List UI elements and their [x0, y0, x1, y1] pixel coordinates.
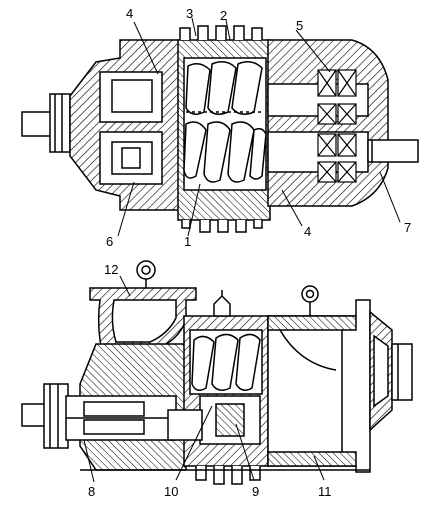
top-cooling-fins-upper	[179, 25, 263, 40]
top-compressor-section	[21, 17, 419, 237]
label-5: 5	[296, 18, 303, 33]
label-10: 10	[164, 484, 178, 499]
label-4-top: 4	[126, 6, 133, 21]
top-male-rotor	[185, 61, 264, 115]
bottom-compressor-assembly	[21, 260, 413, 485]
top-female-rotor	[183, 121, 267, 183]
label-12: 12	[104, 262, 118, 277]
top-thrust-bearings	[317, 69, 357, 183]
bottom-shaft-stub	[21, 403, 47, 427]
label-7: 7	[404, 220, 411, 235]
label-3: 3	[186, 6, 193, 21]
bottom-leader-lines	[83, 275, 325, 483]
label-2: 2	[220, 8, 227, 23]
label-11: 11	[318, 484, 332, 499]
label-6: 6	[106, 234, 113, 249]
top-output-shaft	[367, 139, 419, 163]
bottom-part-labels: 12 8 10 9 11	[88, 262, 332, 499]
bottom-rotor-lobes	[191, 333, 261, 391]
top-part-labels: 4 3 2 5 6 1 4 7	[106, 6, 411, 249]
top-fitting	[213, 294, 231, 317]
bottom-right-shaft-end	[391, 343, 413, 401]
label-9: 9	[252, 484, 259, 499]
top-leader-lines	[117, 17, 401, 237]
bottom-shaft-flange	[43, 383, 69, 449]
label-8: 8	[88, 484, 95, 499]
top-cooling-fins-lower	[181, 220, 263, 233]
bottom-cooling-fins	[195, 466, 261, 485]
top-shaft-flange	[49, 93, 71, 153]
label-4-bottom: 4	[304, 224, 311, 239]
top-shaft-stub	[21, 111, 53, 137]
label-1: 1	[184, 234, 191, 249]
